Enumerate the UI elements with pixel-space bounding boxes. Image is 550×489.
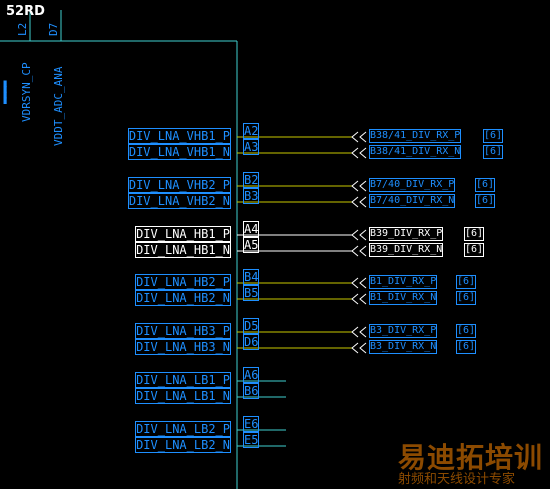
pin-function-label[interactable]: DIV_LNA_LB1_P [135, 372, 231, 388]
pin-function-label[interactable]: DIV_LNA_LB1_N [135, 388, 231, 404]
pin-number[interactable]: B3 [242, 188, 260, 204]
pin-number[interactable]: A3 [242, 139, 260, 155]
pin-number[interactable]: A6 [242, 367, 260, 383]
pin-number[interactable]: A4 [242, 221, 260, 237]
offpage-connector-outer [359, 326, 367, 338]
offpage-connector-outer [359, 293, 367, 305]
page-reference[interactable]: [6] [474, 178, 496, 192]
pin-number[interactable]: D6 [242, 334, 260, 350]
offpage-connector-inner [351, 326, 359, 338]
offpage-connector-inner [351, 245, 359, 257]
pin-number[interactable]: B6 [242, 383, 260, 399]
net-name[interactable]: B38/41_DIV_RX_N [368, 145, 462, 159]
pin-number[interactable]: A5 [242, 237, 260, 253]
pin-number[interactable]: E5 [242, 432, 260, 448]
net-name[interactable]: B38/41_DIV_RX_P [368, 129, 462, 143]
page-reference[interactable]: [6] [463, 243, 485, 257]
net-name[interactable]: B1_DIV_RX_P [368, 275, 438, 289]
pin-number[interactable]: B5 [242, 285, 260, 301]
offpage-connector-inner [351, 277, 359, 289]
offpage-connector-outer [359, 229, 367, 241]
offpage-connector-inner [351, 342, 359, 354]
top-pin-label-d7: D7 [47, 22, 60, 36]
pin-number[interactable]: A2 [242, 123, 260, 139]
page-reference[interactable]: [6] [474, 194, 496, 208]
net-name[interactable]: B7/40_DIV_RX_N [368, 194, 456, 208]
pin-function-label[interactable]: DIV_LNA_VHB2_N [127, 193, 232, 209]
schematic-title: 52RD [6, 4, 45, 19]
pin-function-label[interactable]: DIV_LNA_VHB1_N [127, 144, 232, 160]
net-name[interactable]: B7/40_DIV_RX_P [368, 178, 456, 192]
page-reference[interactable]: [6] [455, 291, 477, 305]
pin-function-label[interactable]: DIV_LNA_LB2_N [135, 437, 231, 453]
power-pin-partial: ▬▬▬▬ [0, 81, 11, 105]
pin-function-label[interactable]: DIV_LNA_HB1_N [135, 242, 231, 258]
net-name[interactable]: B1_DIV_RX_N [368, 291, 438, 305]
watermark-logo: 易迪拓培训 [398, 441, 544, 474]
page-reference[interactable]: [6] [482, 129, 504, 143]
pin-function-label[interactable]: DIV_LNA_LB2_P [135, 421, 231, 437]
pin-number[interactable]: D5 [242, 318, 260, 334]
offpage-connector-outer [359, 277, 367, 289]
pin-function-label[interactable]: DIV_LNA_HB3_P [135, 323, 231, 339]
offpage-connector-inner [351, 196, 359, 208]
offpage-connector-inner [351, 147, 359, 159]
offpage-connector-outer [359, 131, 367, 143]
page-reference[interactable]: [6] [455, 275, 477, 289]
pin-number[interactable]: B4 [242, 269, 260, 285]
offpage-connector-inner [351, 131, 359, 143]
offpage-connector-outer [359, 342, 367, 354]
pin-function-label[interactable]: DIV_LNA_HB1_P [135, 226, 231, 242]
page-reference[interactable]: [6] [463, 227, 485, 241]
watermark-tagline: 射频和天线设计专家 [398, 472, 516, 487]
net-name[interactable]: B39_DIV_RX_N [368, 243, 444, 257]
offpage-connector-inner [351, 229, 359, 241]
page-reference[interactable]: [6] [455, 324, 477, 338]
offpage-connector-outer [359, 196, 367, 208]
offpage-connector-outer [359, 147, 367, 159]
net-name[interactable]: B39_DIV_RX_P [368, 227, 444, 241]
page-reference[interactable]: [6] [455, 340, 477, 354]
pin-number[interactable]: B2 [242, 172, 260, 188]
pin-function-label[interactable]: DIV_LNA_VHB1_P [127, 128, 232, 144]
top-pin-label-l2: L2 [16, 22, 29, 36]
pin-number[interactable]: E6 [242, 416, 260, 432]
offpage-connector-outer [359, 245, 367, 257]
net-name[interactable]: B3_DIV_RX_P [368, 324, 438, 338]
pin-function-label[interactable]: DIV_LNA_HB2_N [135, 290, 231, 306]
offpage-connector-outer [359, 180, 367, 192]
offpage-connector-inner [351, 293, 359, 305]
offpage-connector-inner [351, 180, 359, 192]
pin-function-label[interactable]: DIV_LNA_HB3_N [135, 339, 231, 355]
pin-function-label[interactable]: DIV_LNA_HB2_P [135, 274, 231, 290]
net-name[interactable]: B3_DIV_RX_N [368, 340, 438, 354]
page-reference[interactable]: [6] [482, 145, 504, 159]
power-pin-vddt-adc-ana: VDDT_ADC_ANA [52, 66, 65, 146]
pin-function-label[interactable]: DIV_LNA_VHB2_P [127, 177, 232, 193]
power-pin-vdrsyn-cp: VDRSYN_CP [20, 62, 33, 122]
